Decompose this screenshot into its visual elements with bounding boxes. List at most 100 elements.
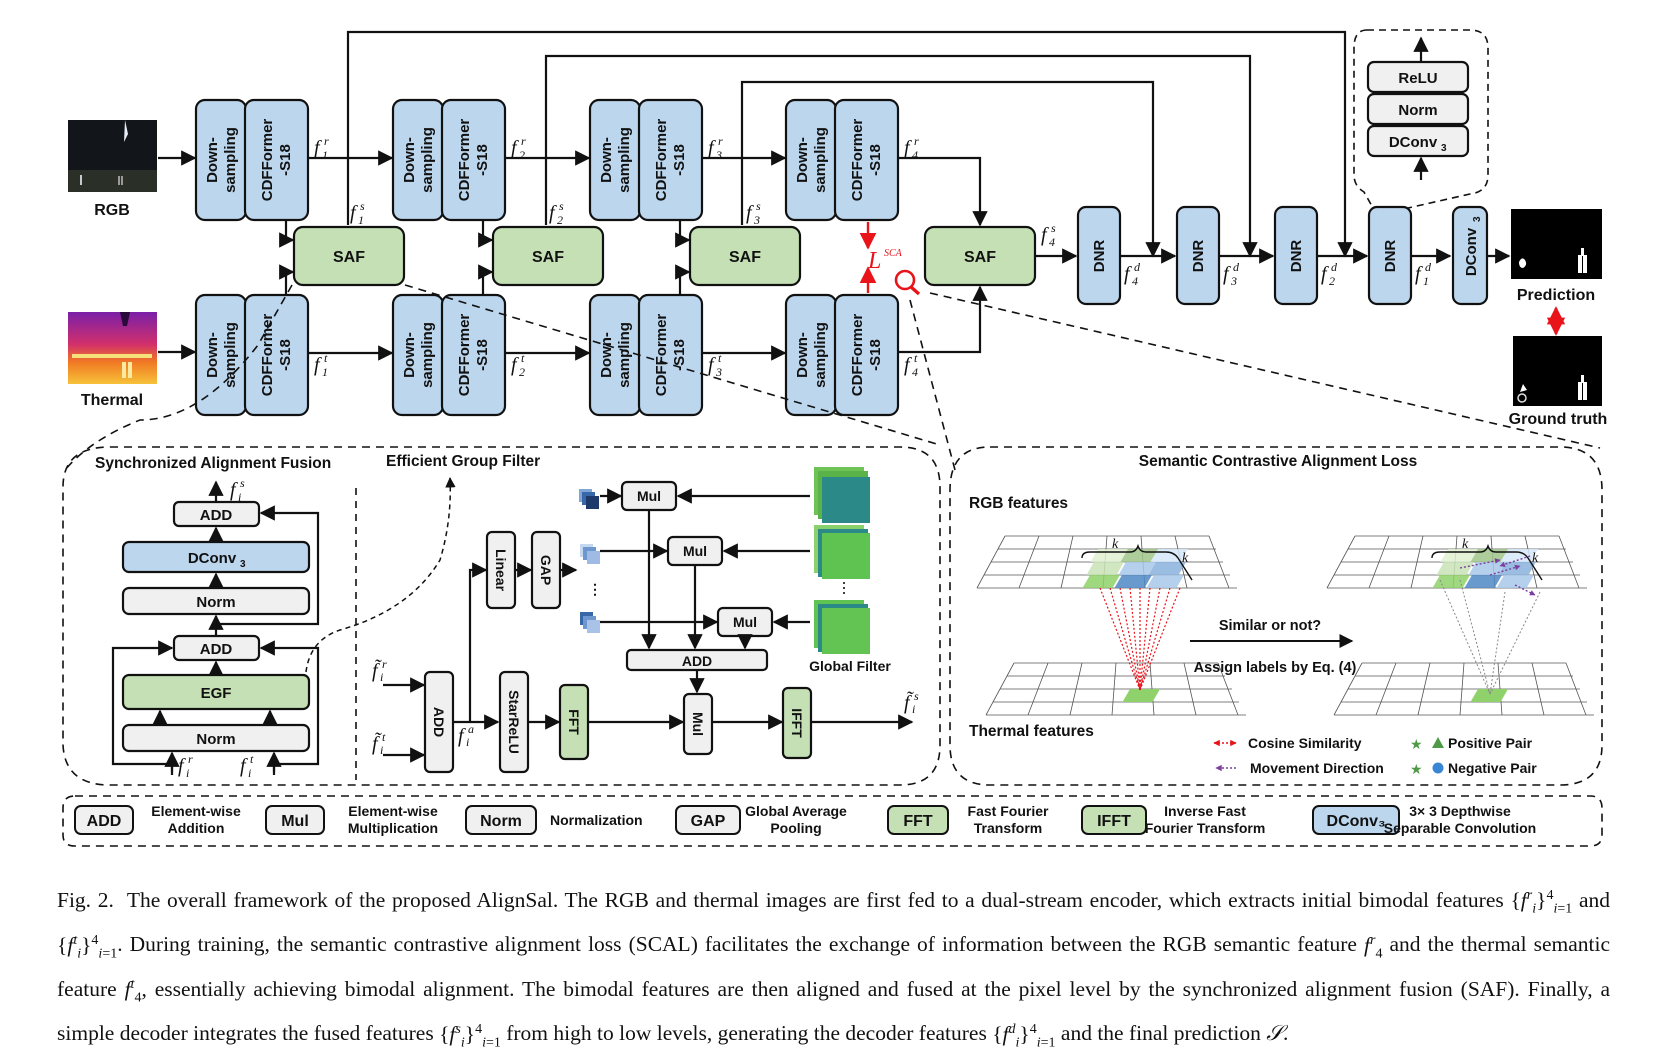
caption-text-4: and the thermal semantic feature: [57, 932, 1611, 1002]
svg-text:r: r: [382, 657, 387, 671]
svg-text:t: t: [914, 351, 918, 365]
svg-text:r: r: [914, 134, 919, 148]
svg-text:DNR: DNR: [1091, 240, 1108, 273]
cdfformer-block: [440, 293, 507, 417]
caption-text-1: The overall framework of the proposed Al…: [126, 888, 1504, 913]
fis-output-label: f: [230, 479, 238, 501]
svg-text:s: s: [756, 199, 761, 213]
saf-dconv-label: DConv: [188, 550, 237, 567]
egf-gap-label: GAP: [538, 555, 554, 585]
svg-text:4: 4: [912, 365, 918, 379]
saf-add-mid-box: [172, 634, 261, 662]
movement-direction-label: Movement Direction: [1250, 760, 1384, 776]
svg-text:d: d: [1233, 260, 1240, 274]
svg-text:Norm: Norm: [480, 813, 522, 830]
cdfformer-label: CDFFormer: [849, 119, 866, 202]
positive-pair-label: Positive Pair: [1448, 735, 1533, 751]
caption-math-ft: {fti}4i=1: [57, 932, 118, 961]
saf-dconv-box: [121, 540, 311, 574]
svg-text:4: 4: [912, 148, 918, 162]
downsampling-label-2: sampling: [616, 127, 633, 193]
figure-caption: Fig. 2. The overall framework of the pro…: [57, 880, 1610, 1058]
svg-text:f: f: [511, 137, 519, 159]
group-ellipsis: ⋮: [588, 581, 602, 597]
cdfformer-label: CDFFormer: [259, 119, 276, 202]
downsampling-label: Down-: [598, 137, 615, 183]
svg-text:i: i: [238, 490, 241, 504]
highlight-cell: [1082, 575, 1120, 588]
svg-text:Transform: Transform: [974, 820, 1042, 836]
prediction-image: [1511, 209, 1602, 279]
caption-math-fr: {fri}4i=1: [1510, 888, 1573, 917]
svg-text:f: f: [708, 354, 716, 376]
skip-connections: [346, 30, 1353, 258]
movement-lines: [1439, 555, 1541, 695]
downsampling-label-2: sampling: [419, 322, 436, 388]
svg-text:i: i: [248, 766, 251, 780]
thermal-anchor-cell: [1470, 689, 1509, 702]
cdfformer-label-2: -S18: [671, 144, 688, 176]
saf-norm-top-label: Norm: [196, 594, 235, 611]
downsampling-label: Down-: [204, 137, 221, 183]
cdfformer-label: CDFFormer: [653, 314, 670, 397]
svg-text:Addition: Addition: [168, 820, 225, 836]
svg-text:i: i: [380, 670, 383, 684]
cdfformer-label-2: -S18: [867, 339, 884, 371]
svg-text:s: s: [914, 689, 919, 703]
positive-star-icon: ★: [1410, 736, 1423, 752]
egf-mul-label-3: Mul: [733, 614, 757, 630]
svg-text:f: f: [904, 354, 912, 376]
downsampling-label: Down-: [401, 137, 418, 183]
cdfformer-label: CDFFormer: [653, 119, 670, 202]
downsampling-label-2: sampling: [222, 322, 239, 388]
rgb-features-label: RGB features: [969, 495, 1068, 512]
dnr-norm-label: Norm: [1398, 102, 1437, 119]
svg-text:2: 2: [1329, 274, 1335, 288]
egf-add-sum-label: ADD: [682, 653, 712, 669]
highlight-cell: [1432, 575, 1471, 588]
egf-panel-title: Efficient Group Filter: [386, 453, 540, 470]
caption-math-s: 𝒮: [1266, 1021, 1283, 1046]
cdfformer-label-2: -S18: [277, 144, 294, 176]
svg-text:1: 1: [322, 148, 328, 162]
highlight-cell: [1118, 562, 1156, 575]
thermal-input-image: [68, 312, 157, 384]
svg-text:3: 3: [1230, 274, 1237, 288]
cdfformer-label: CDFFormer: [456, 314, 473, 397]
saf-norm-top-box: [121, 586, 311, 616]
cdfformer-label-2: -S18: [474, 144, 491, 176]
svg-text:f: f: [1415, 263, 1423, 285]
svg-text:f: f: [1041, 224, 1049, 246]
svg-text:f: f: [511, 354, 519, 376]
svg-text:s: s: [1051, 221, 1056, 235]
sca-loss-superscript: SCA: [884, 248, 903, 259]
negative-circle-icon: [1432, 762, 1444, 774]
cdfformer-block: [243, 293, 310, 417]
downsampling-label: Down-: [794, 137, 811, 183]
highlight-cell: [1464, 575, 1503, 588]
cdfformer-block: [637, 98, 704, 222]
caption-math-f4t: ft4: [124, 976, 142, 1006]
svg-text:SAF: SAF: [964, 249, 996, 266]
rgb-feature-grid-right: [1326, 535, 1587, 589]
egf-mul-final-box: [682, 692, 714, 756]
svg-text:k: k: [1462, 537, 1469, 552]
